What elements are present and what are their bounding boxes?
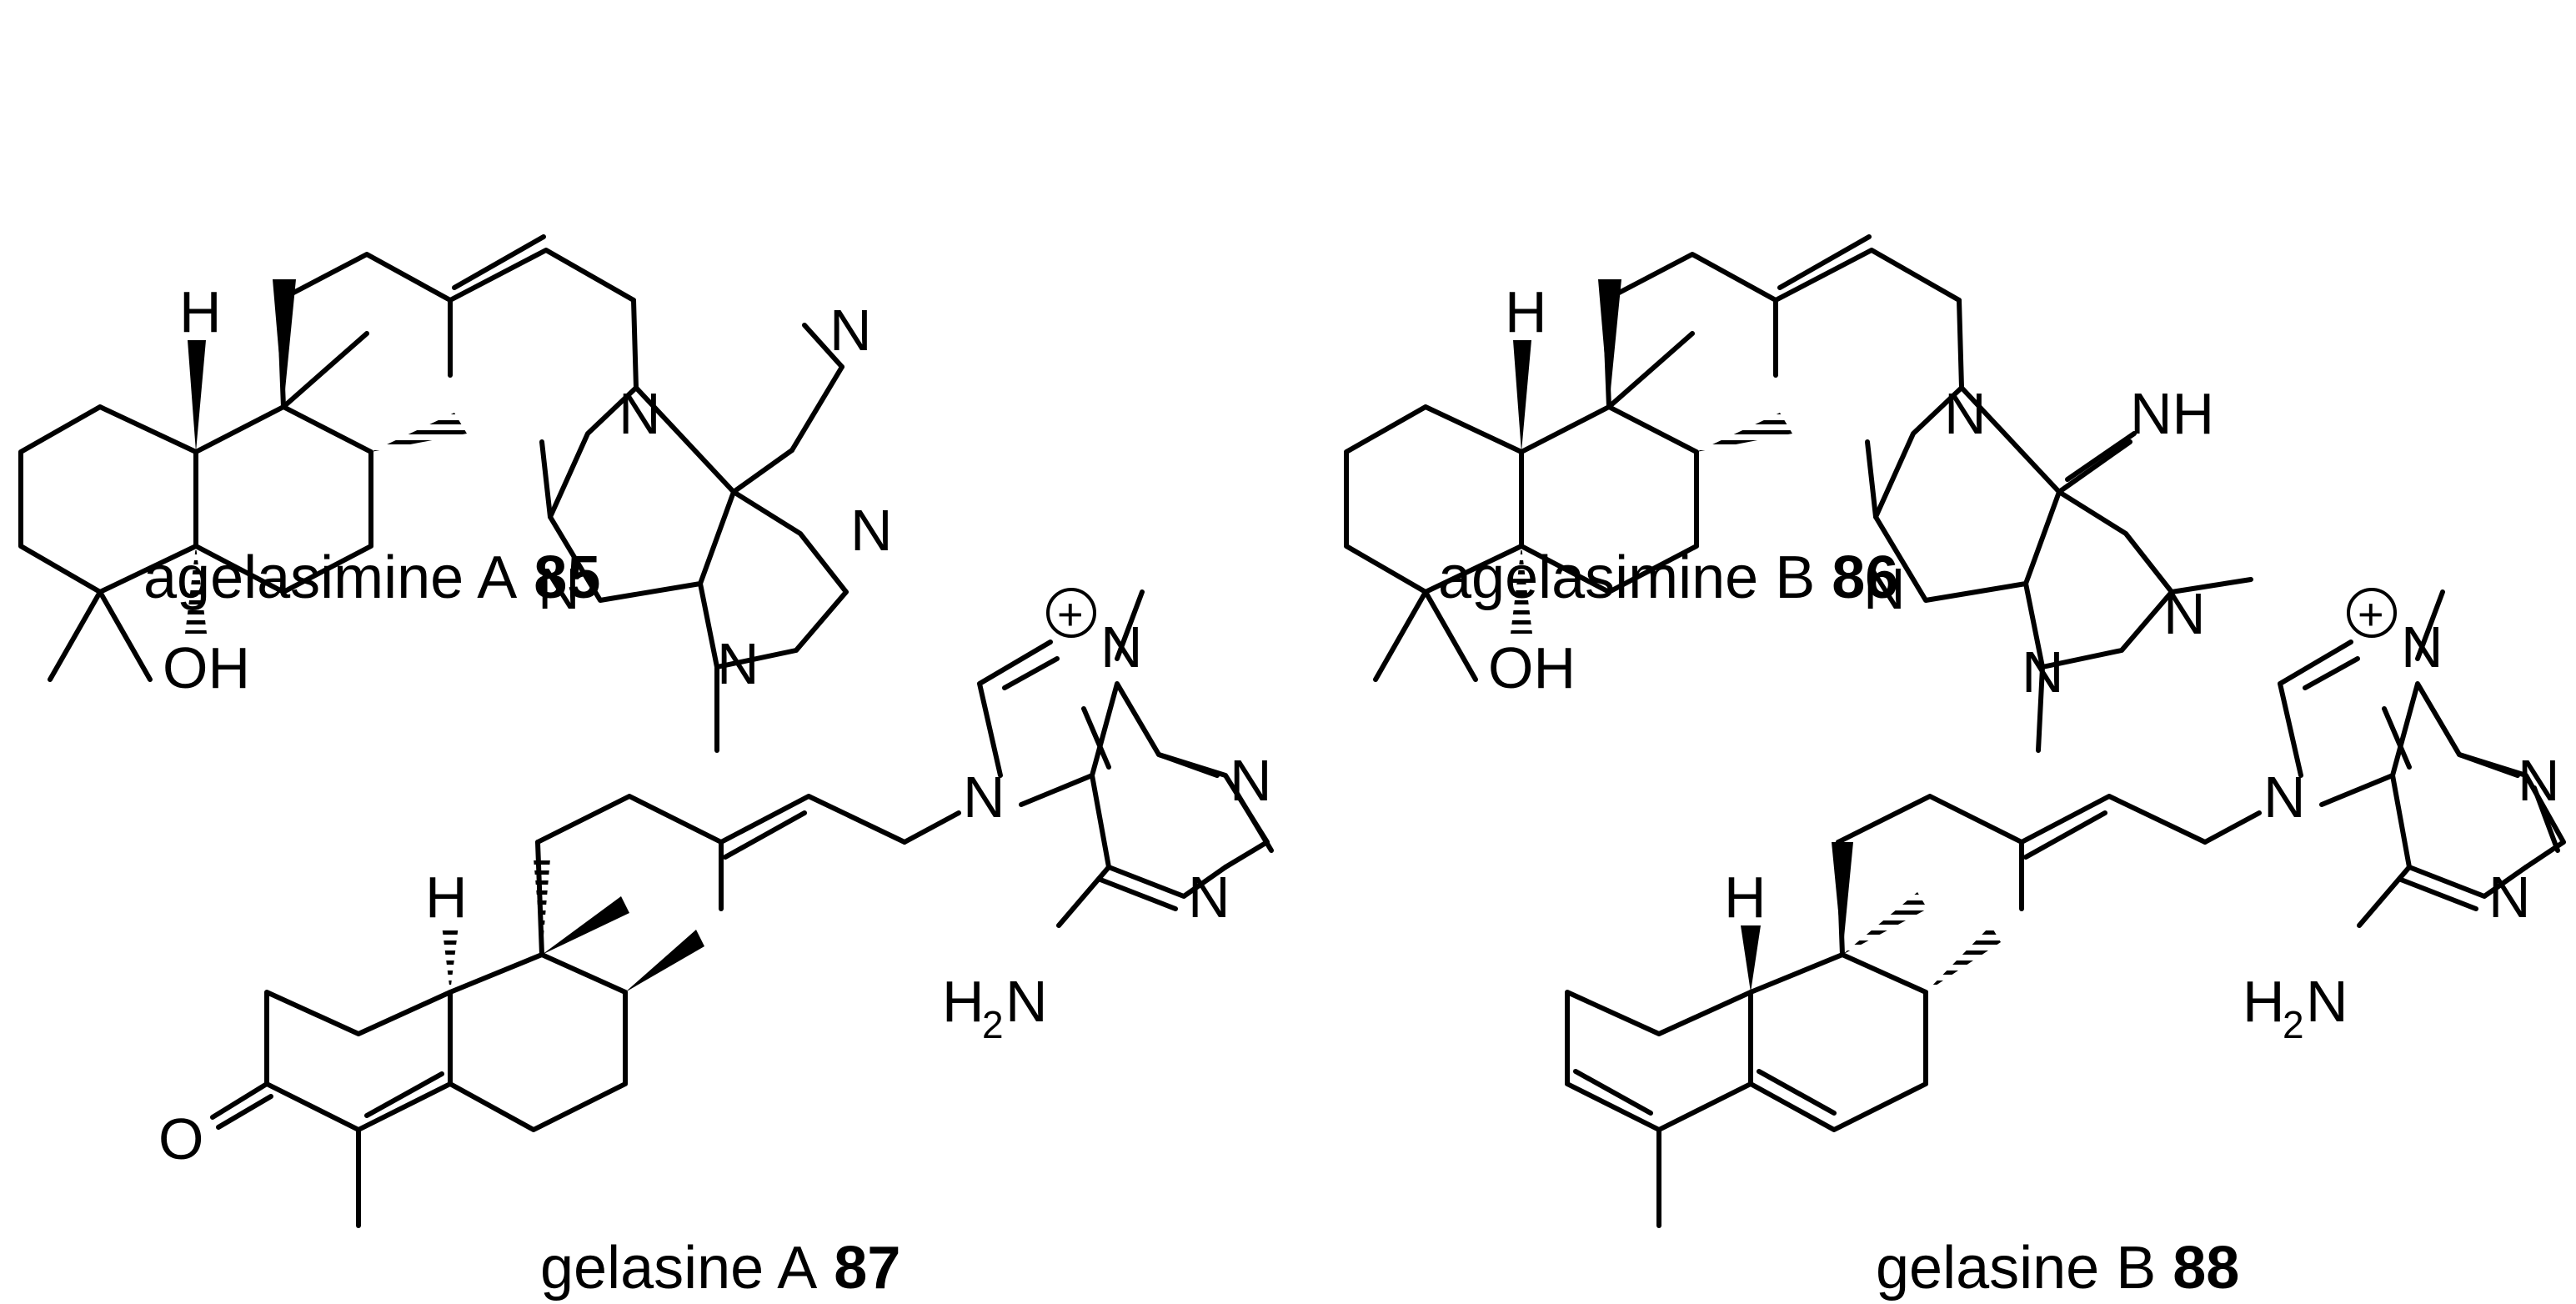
stereo-bonds-88 bbox=[1741, 842, 2001, 992]
atom-h2n-sub: 2 bbox=[982, 1003, 1004, 1046]
labels-87: H O + N N N N H 2 N bbox=[158, 588, 1272, 1171]
charge-circle bbox=[2347, 588, 2397, 638]
charge-circle bbox=[1046, 588, 1096, 638]
atom-n-ring2: N bbox=[1188, 865, 1230, 930]
atom-n9: N bbox=[1863, 556, 1906, 621]
compound-name: gelasine B bbox=[1876, 1235, 2157, 1301]
atom-n-ring2: N bbox=[2488, 865, 2531, 930]
atom-h2n-sub: 2 bbox=[2283, 1003, 2304, 1046]
atom-n-bridge: N bbox=[963, 765, 1005, 830]
atom-n7: N bbox=[619, 381, 661, 446]
atom-n-ring1: N bbox=[1230, 748, 1272, 813]
caption-88: gelasine B 88 bbox=[1876, 1234, 2239, 1302]
atom-h: H bbox=[1505, 279, 1547, 344]
compound-name: gelasine A bbox=[540, 1235, 818, 1301]
atom-oh: OH bbox=[1488, 635, 1576, 700]
atom-oh: OH bbox=[163, 635, 250, 700]
labels-86: H OH NH N N N N bbox=[1488, 279, 2214, 705]
atom-n1: N bbox=[850, 498, 893, 563]
wedge-h-85 bbox=[188, 340, 206, 452]
structure-gelasine-a bbox=[210, 589, 1274, 1228]
labels-88: H + N N N N H 2 N bbox=[1724, 588, 2560, 1046]
wedge-chain-85 bbox=[273, 279, 296, 407]
compound-number: 88 bbox=[2173, 1235, 2240, 1301]
caption-85: agelasimine A 85 bbox=[143, 544, 600, 612]
stereo-bonds-85 bbox=[185, 279, 467, 634]
caption-87: gelasine A 87 bbox=[540, 1234, 900, 1302]
atom-n-bridge: N bbox=[2263, 765, 2306, 830]
charge-plus: + bbox=[1057, 589, 1084, 639]
charge-plus: + bbox=[2358, 589, 2384, 639]
structure-gelasine-b bbox=[1565, 589, 2566, 1228]
stereo-bonds-87 bbox=[442, 859, 704, 992]
atom-n3: N bbox=[717, 631, 759, 696]
labels-85: H OH N N N N N bbox=[163, 279, 893, 700]
atom-n9: N bbox=[538, 556, 580, 621]
atom-h: H bbox=[1724, 865, 1767, 930]
atom-n-ring1: N bbox=[2518, 748, 2560, 813]
atom-n1: N bbox=[2163, 581, 2206, 646]
structure-agelasimine-a bbox=[18, 234, 849, 753]
ring-b bbox=[193, 404, 373, 594]
compound-number: 87 bbox=[834, 1235, 901, 1301]
structure-agelasimine-b bbox=[1344, 234, 2253, 753]
hash-oh-85 bbox=[185, 546, 207, 634]
hash-me-85 bbox=[371, 413, 467, 452]
stereo-bonds-86 bbox=[1511, 279, 1792, 634]
atom-h2n-n: N bbox=[1005, 969, 1048, 1034]
atom-h2n-n: N bbox=[2306, 969, 2348, 1034]
atom-n-methyl: N bbox=[1100, 614, 1143, 680]
atom-o: O bbox=[158, 1106, 203, 1171]
compound-number: 86 bbox=[1832, 544, 1899, 611]
compound-number: 85 bbox=[534, 544, 601, 611]
atom-h2n-h: H bbox=[2243, 969, 2285, 1034]
atom-h: H bbox=[425, 865, 468, 930]
atom-n3: N bbox=[2022, 639, 2064, 705]
atom-n-exo: N bbox=[829, 298, 872, 363]
atom-n-methyl: N bbox=[2401, 614, 2443, 680]
atom-h: H bbox=[179, 279, 222, 344]
compound-name: agelasimine A bbox=[143, 544, 518, 611]
atom-h2n-h: H bbox=[942, 969, 985, 1034]
atom-nh: NH bbox=[2130, 381, 2214, 446]
atom-n7: N bbox=[1944, 381, 1987, 446]
